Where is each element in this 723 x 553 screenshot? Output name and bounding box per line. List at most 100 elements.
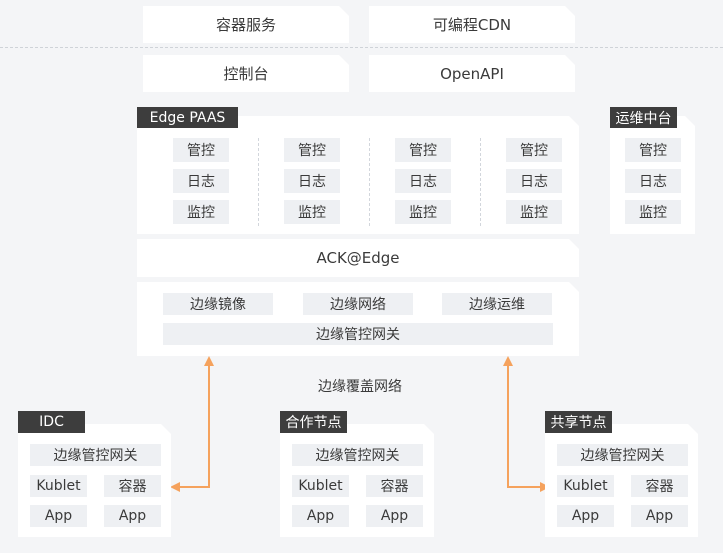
chip-label: 边缘管控网关 bbox=[316, 327, 400, 343]
chip-label: App bbox=[571, 508, 600, 524]
chip-label: 监控 bbox=[520, 205, 548, 221]
app-chip: App bbox=[104, 505, 161, 527]
chip-label: 边缘镜像 bbox=[190, 297, 246, 313]
chip-label: 管控 bbox=[187, 143, 215, 159]
paas-monitor-chip: 监控 bbox=[173, 200, 229, 224]
kublet-chip: Kublet bbox=[30, 475, 87, 497]
app-chip: App bbox=[557, 505, 614, 527]
container-chip: 容器 bbox=[631, 475, 688, 497]
chip-label: 边缘网络 bbox=[330, 297, 386, 313]
ops-platform-panel: 管控 日志 监控 bbox=[610, 116, 695, 234]
paas-monitor-chip: 监控 bbox=[284, 200, 340, 224]
chip-label: 容器 bbox=[118, 479, 147, 495]
programmable-cdn-box: 可编程CDN bbox=[369, 6, 575, 43]
arrow-left-head-up bbox=[204, 356, 214, 366]
container-chip: 容器 bbox=[366, 475, 423, 497]
paas-log-chip: 日志 bbox=[173, 169, 229, 193]
ack-edge-box: ACK@Edge bbox=[137, 239, 579, 277]
shared-node-panel: 边缘管控网关 Kublet 容器 App App bbox=[545, 424, 698, 537]
chip-label: 日志 bbox=[298, 174, 326, 190]
coverage-text: 边缘覆盖网络 bbox=[318, 379, 402, 395]
kublet-chip: Kublet bbox=[557, 475, 614, 497]
paas-monitor-chip: 监控 bbox=[395, 200, 451, 224]
chip-label: 日志 bbox=[520, 174, 548, 190]
paas-manage-chip: 管控 bbox=[506, 138, 562, 162]
column-divider bbox=[258, 138, 259, 226]
paas-manage-chip: 管控 bbox=[395, 138, 451, 162]
paas-log-chip: 日志 bbox=[395, 169, 451, 193]
edge-gateway-chip: 边缘管控网关 bbox=[163, 323, 553, 345]
arrow-left-head-left bbox=[170, 482, 180, 492]
node-gateway-chip: 边缘管控网关 bbox=[292, 444, 423, 466]
chip-label: App bbox=[44, 508, 73, 524]
chip-label: 管控 bbox=[298, 143, 326, 159]
chip-label: App bbox=[306, 508, 335, 524]
chip-label: Kublet bbox=[36, 478, 81, 494]
chip-label: 日志 bbox=[409, 174, 437, 190]
app-chip: App bbox=[631, 505, 688, 527]
idc-tag: IDC bbox=[18, 411, 85, 433]
programmable-cdn-label: 可编程CDN bbox=[432, 16, 512, 34]
paas-manage-chip: 管控 bbox=[284, 138, 340, 162]
ops-log-chip: 日志 bbox=[625, 169, 681, 193]
chip-label: 监控 bbox=[298, 205, 326, 221]
paas-log-chip: 日志 bbox=[506, 169, 562, 193]
chip-label: App bbox=[118, 508, 147, 524]
chip-label: 监控 bbox=[409, 205, 437, 221]
chip-label: 边缘管控网关 bbox=[53, 448, 138, 464]
ops-platform-tag: 运维中台 bbox=[610, 107, 677, 128]
node-gateway-chip: 边缘管控网关 bbox=[557, 444, 688, 466]
chip-label: 日志 bbox=[187, 174, 215, 190]
chip-label: 边缘管控网关 bbox=[580, 448, 665, 464]
chip-label: 日志 bbox=[639, 174, 667, 190]
paas-monitor-chip: 监控 bbox=[506, 200, 562, 224]
arrow-left bbox=[178, 364, 210, 488]
edge-network-chip: 边缘网络 bbox=[303, 293, 413, 315]
app-chip: App bbox=[30, 505, 87, 527]
app-chip: App bbox=[292, 505, 349, 527]
idc-node-panel: 边缘管控网关 Kublet 容器 App App bbox=[18, 424, 171, 537]
chip-label: 管控 bbox=[639, 143, 667, 159]
chip-label: App bbox=[380, 508, 409, 524]
column-divider bbox=[480, 138, 481, 226]
ops-platform-tag-text: 运维中台 bbox=[615, 110, 672, 127]
app-chip: App bbox=[366, 505, 423, 527]
kublet-chip: Kublet bbox=[292, 475, 349, 497]
separator-line bbox=[0, 47, 723, 48]
partner-node-tag-text: 合作节点 bbox=[285, 415, 342, 431]
container-service-label: 容器服务 bbox=[215, 16, 276, 34]
column-divider bbox=[369, 138, 370, 226]
chip-label: 边缘运维 bbox=[469, 297, 525, 313]
openapi-label: OpenAPI bbox=[440, 64, 504, 83]
edge-services-panel: 边缘镜像 边缘网络 边缘运维 边缘管控网关 bbox=[137, 282, 579, 356]
chip-label: Kublet bbox=[563, 478, 608, 494]
console-box: 控制台 bbox=[143, 55, 349, 92]
chip-label: 监控 bbox=[187, 205, 215, 221]
edge-coverage-network-label: 边缘覆盖网络 bbox=[310, 376, 410, 396]
node-gateway-chip: 边缘管控网关 bbox=[30, 444, 161, 466]
edge-paas-panel: 管控 日志 监控 管控 日志 监控 管控 日志 监控 管控 日志 监控 bbox=[137, 116, 579, 234]
idc-tag-text: IDC bbox=[39, 414, 64, 430]
shared-node-tag: 共享节点 bbox=[545, 411, 612, 433]
partner-node-tag: 合作节点 bbox=[280, 411, 347, 433]
edge-image-chip: 边缘镜像 bbox=[163, 293, 273, 315]
chip-label: 容器 bbox=[645, 479, 674, 495]
chip-label: App bbox=[645, 508, 674, 524]
paas-manage-chip: 管控 bbox=[173, 138, 229, 162]
ack-edge-title: ACK@Edge bbox=[316, 249, 400, 267]
chip-label: 管控 bbox=[409, 143, 437, 159]
container-service-box: 容器服务 bbox=[143, 6, 349, 43]
chip-label: 容器 bbox=[380, 479, 409, 495]
container-chip: 容器 bbox=[104, 475, 161, 497]
paas-log-chip: 日志 bbox=[284, 169, 340, 193]
arrow-right-head-up bbox=[503, 356, 513, 366]
chip-label: 管控 bbox=[520, 143, 548, 159]
console-label: 控制台 bbox=[223, 65, 269, 83]
edge-ops-chip: 边缘运维 bbox=[442, 293, 552, 315]
edge-paas-tag-text: Edge PAAS bbox=[149, 109, 226, 126]
arrow-right bbox=[507, 364, 542, 488]
chip-label: 监控 bbox=[639, 205, 667, 221]
openapi-box: OpenAPI bbox=[369, 55, 575, 92]
edge-paas-tag: Edge PAAS bbox=[137, 107, 238, 128]
shared-node-tag-text: 共享节点 bbox=[550, 415, 607, 431]
